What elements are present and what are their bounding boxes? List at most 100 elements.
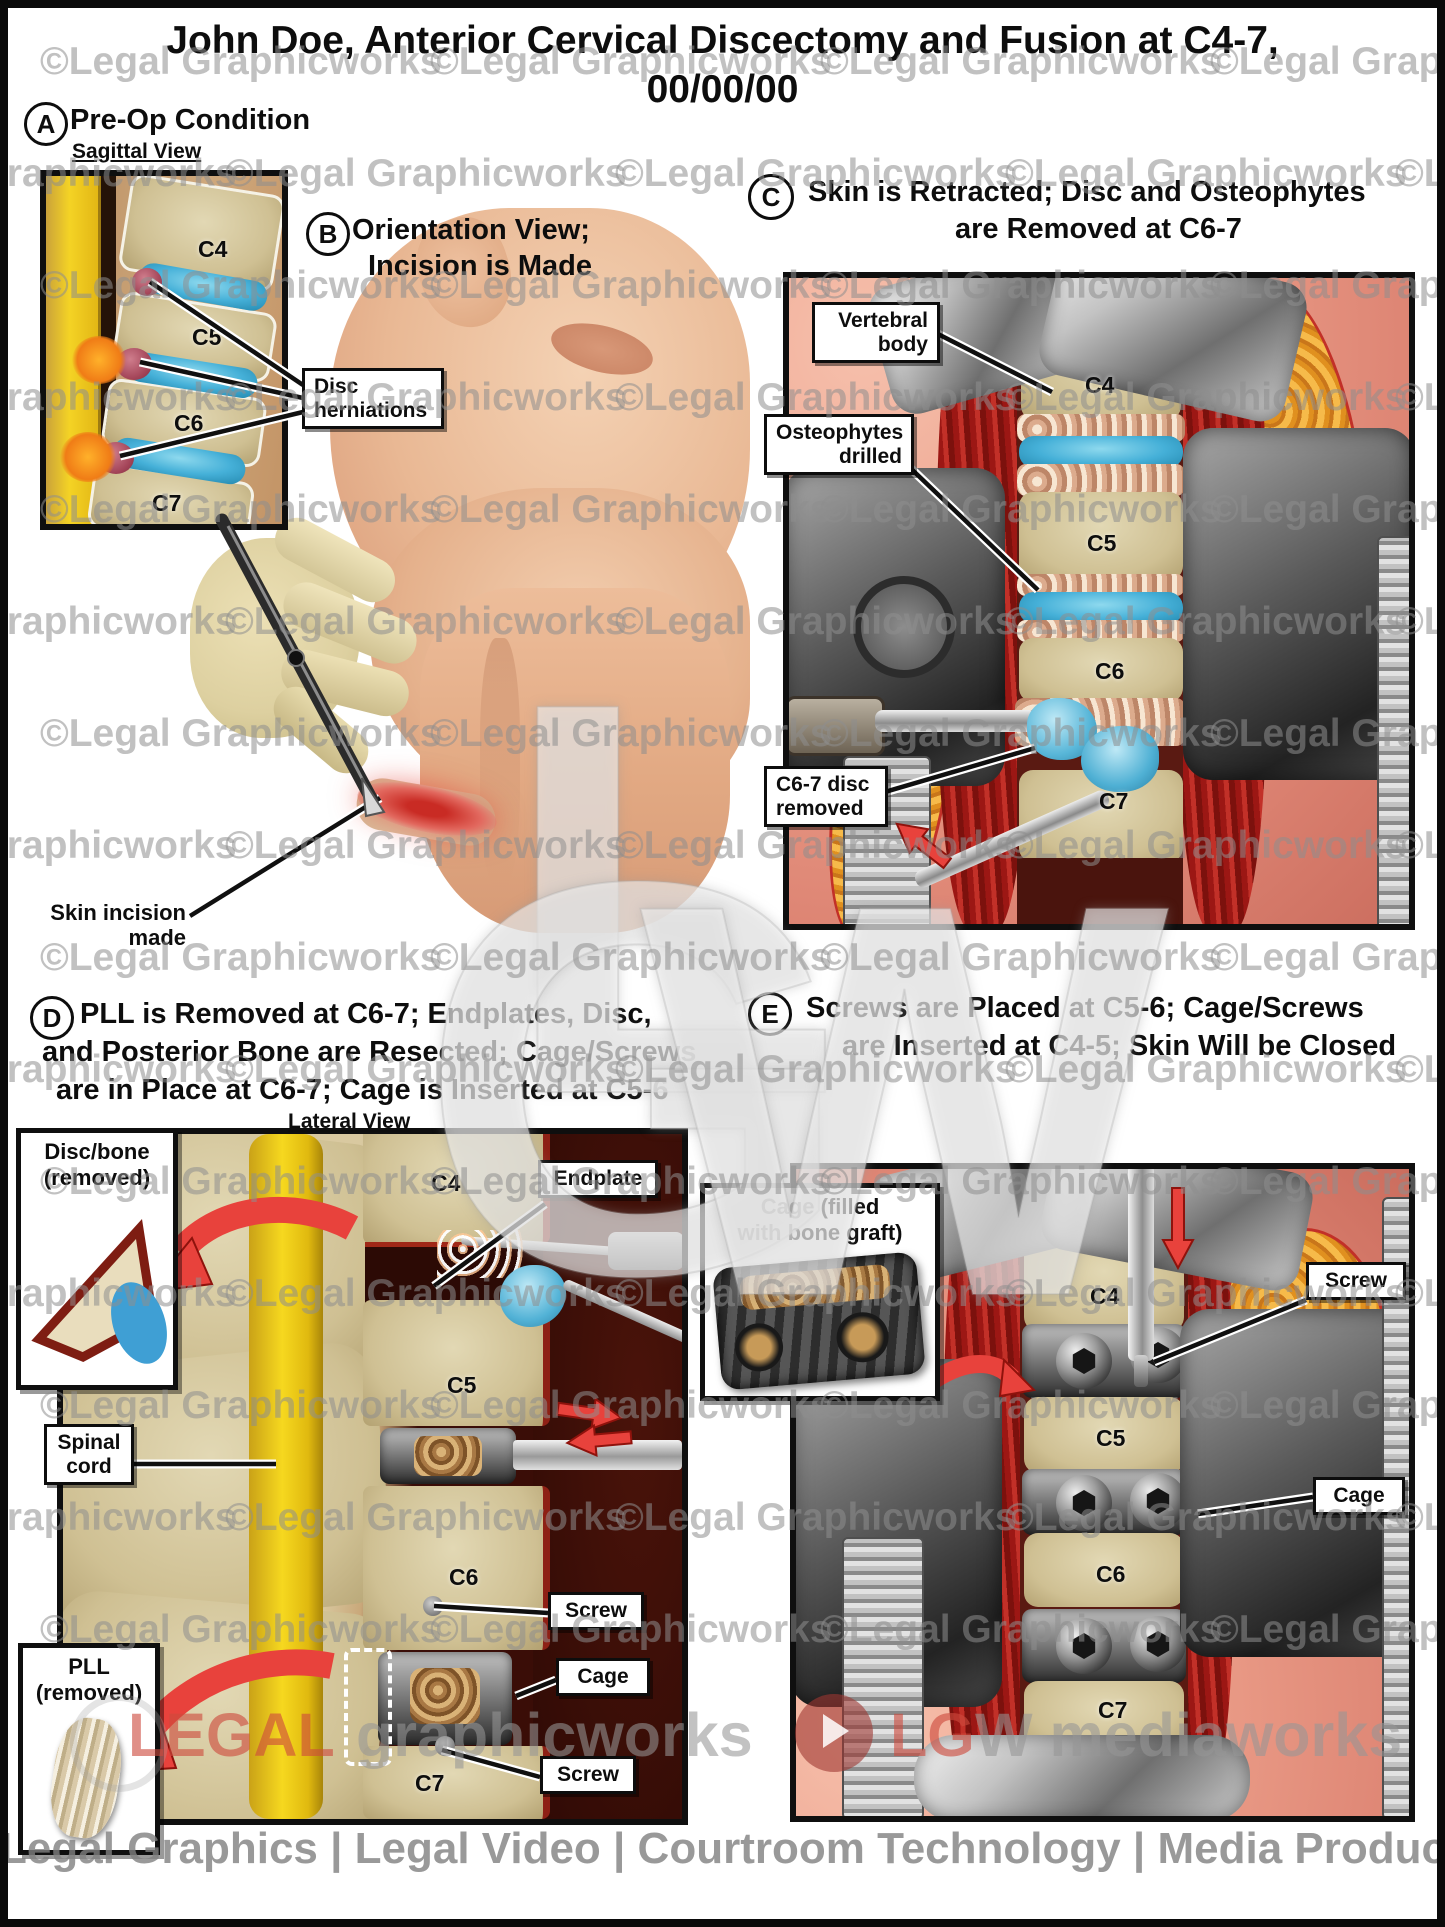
pll-removed-inset: PLL (removed) <box>18 1643 160 1855</box>
panel-c-c5-label: C5 <box>1087 530 1117 556</box>
panel-d-subheading: Lateral View <box>288 1110 411 1133</box>
c5-6-hardware-art <box>1022 1469 1186 1535</box>
c6-7-screw-right-art <box>1130 1616 1186 1672</box>
c4-5-disc-art-c <box>1019 436 1183 468</box>
neck-art <box>420 588 730 933</box>
c6-7-graft-art <box>410 1668 480 1724</box>
disc-fragment2-art <box>1081 726 1159 792</box>
drill-shaft-art <box>875 710 1037 732</box>
panel-d-heading-line1: PLL is Removed at C6-7; Endplates, Disc, <box>80 998 652 1030</box>
cage-graft-top-art <box>738 1263 892 1311</box>
osteophyte-band4-art <box>1017 620 1185 642</box>
panel-d-heading-line2: and Posterior Bone are Resected; Cage/Sc… <box>42 1036 697 1068</box>
panel-a-illustration: C4 C5 C6 C7 <box>40 170 288 530</box>
disc-herniations-callout: Disc herniations <box>302 368 444 430</box>
cage-hole-left-art <box>733 1321 786 1374</box>
disc-bone-art <box>31 1219 167 1364</box>
panel-c-illustration: C4 C5 C6 C7 <box>783 272 1415 930</box>
c6-7-cage-art <box>378 1652 512 1745</box>
retractor-right-art <box>1183 428 1409 780</box>
panel-a-c7-label: C7 <box>152 490 182 516</box>
c5-body-art-e <box>1024 1397 1184 1473</box>
screwdriver-tip-art <box>1134 1355 1148 1387</box>
spinal-cord-callout: Spinal cord <box>44 1424 134 1486</box>
cage-inset-title-line2: with bone graft) <box>737 1220 903 1246</box>
panel-a-letter-text: A <box>36 108 56 139</box>
panel-d-c7-label: C7 <box>415 1770 445 1796</box>
screw-lower-callout: Screw <box>540 1756 636 1794</box>
screw-callout-e: Screw <box>1306 1262 1406 1300</box>
drilling-sparks-art <box>437 1230 523 1278</box>
retractor-hole-art <box>853 576 955 678</box>
panel-a-letter: A <box>24 102 68 146</box>
c6-body-art-d <box>363 1486 550 1650</box>
cage-callout-e: Cage <box>1313 1477 1405 1515</box>
panel-c-heading-line2: are Removed at C6-7 <box>955 213 1242 245</box>
vertebral-body-callout: Vertebral body <box>812 302 940 364</box>
copyright-watermark: ©Legal Graphicworks <box>430 936 832 979</box>
screw-upper-callout: Screw <box>548 1592 644 1630</box>
c4-5-herniation-art <box>132 268 162 296</box>
panel-e-letter: E <box>748 992 792 1036</box>
column-lower-shadow-art <box>1017 858 1183 924</box>
pll-title-line1: PLL <box>68 1654 110 1679</box>
c6-7-hardware-art <box>1022 1609 1186 1683</box>
screwdriver-shaft-art <box>1128 1169 1154 1361</box>
panel-c-letter-text: C <box>761 181 781 212</box>
nerve-flare-lower-art <box>60 432 116 482</box>
panel-d-c5-label: C5 <box>447 1372 477 1398</box>
c5-6-graft-art <box>414 1436 482 1476</box>
cage-bone-graft-inset: Cage (filled with bone graft) <box>700 1183 940 1401</box>
c6-7-screw-left-art <box>1056 1618 1112 1674</box>
nerve-flare-upper-art <box>72 336 126 384</box>
panel-d-letter: D <box>30 996 74 1040</box>
c4-5-hardware-art <box>1022 1324 1186 1398</box>
retractor-bottom-art-e <box>914 1735 1250 1816</box>
c4-5-screw-left-art <box>1056 1333 1112 1389</box>
c5-6-cage-art <box>380 1428 516 1484</box>
panel-b-heading-line1: Orientation View; <box>352 214 590 246</box>
cage-callout-d: Cage <box>556 1658 650 1696</box>
cage-inset-title-line1: Cage (filled <box>760 1194 880 1219</box>
copyright-watermark: ©Legal Graphicworks <box>820 936 1222 979</box>
panel-a-c6-label: C6 <box>174 410 204 436</box>
panel-a-c5-label: C5 <box>192 324 222 350</box>
panel-e-c5-label: C5 <box>1096 1425 1126 1451</box>
panel-b-letter: B <box>306 212 350 256</box>
c5-6-screw-right-art <box>1130 1473 1186 1529</box>
panel-d-letter-text: D <box>42 1002 62 1033</box>
page-title-line1: John Doe, Anterior Cervical Discectomy a… <box>166 19 1279 62</box>
panel-a-heading: Pre-Op Condition <box>70 104 311 136</box>
panel-c-letter: C <box>748 174 794 220</box>
copyright-watermark: ©Legal Graphicworks <box>0 824 237 867</box>
panel-b-illustration <box>190 206 750 935</box>
c5-6-disc-art-c <box>1019 592 1183 624</box>
osteophyte-band3-art <box>1017 574 1185 596</box>
panel-b-letter-text: B <box>318 218 338 249</box>
skin-incision-callout: Skin incision made <box>50 900 186 951</box>
panel-e-letter-text: E <box>761 998 779 1029</box>
panel-c-c4-label: C4 <box>1085 372 1115 398</box>
copyright-watermark: ©Legal Graphicworks <box>1210 936 1445 979</box>
osteophyte-band2-art <box>1017 464 1185 496</box>
c5-6-screw-left-art <box>1056 1475 1112 1531</box>
spinal-cord-art-d <box>249 1134 323 1819</box>
cage-inserter-art <box>513 1440 682 1470</box>
neck-shading-art <box>480 638 520 888</box>
disc-bone-removed-inset: Disc/bone (removed) <box>16 1128 178 1390</box>
pll-title-line2: (removed) <box>35 1680 143 1706</box>
c6-7-disc-removed-callout: C6-7 disc removed <box>764 766 888 828</box>
panel-a-c4-label: C4 <box>198 236 228 262</box>
osteophytes-drilled-callout: Osteophytes drilled <box>764 414 914 476</box>
disc-bone-title-line1: Disc/bone <box>44 1139 150 1164</box>
rack-right-art <box>1377 536 1409 924</box>
endplate-callout: Endplate <box>538 1160 658 1198</box>
copyright-watermark: ©Legal Graphicworks <box>1395 1048 1445 1091</box>
drill-body-art <box>789 696 885 756</box>
footer-watermark: Legal Graphics | Legal Video | Courtroom… <box>0 1824 1445 1873</box>
panel-e-c6-label: C6 <box>1096 1561 1126 1587</box>
endplate-instrument-handle-art <box>608 1232 682 1270</box>
panel-e-heading-line1: Screws are Placed at C5-6; Cage/Screws <box>806 992 1364 1024</box>
rack-left-art-e <box>842 1537 924 1816</box>
